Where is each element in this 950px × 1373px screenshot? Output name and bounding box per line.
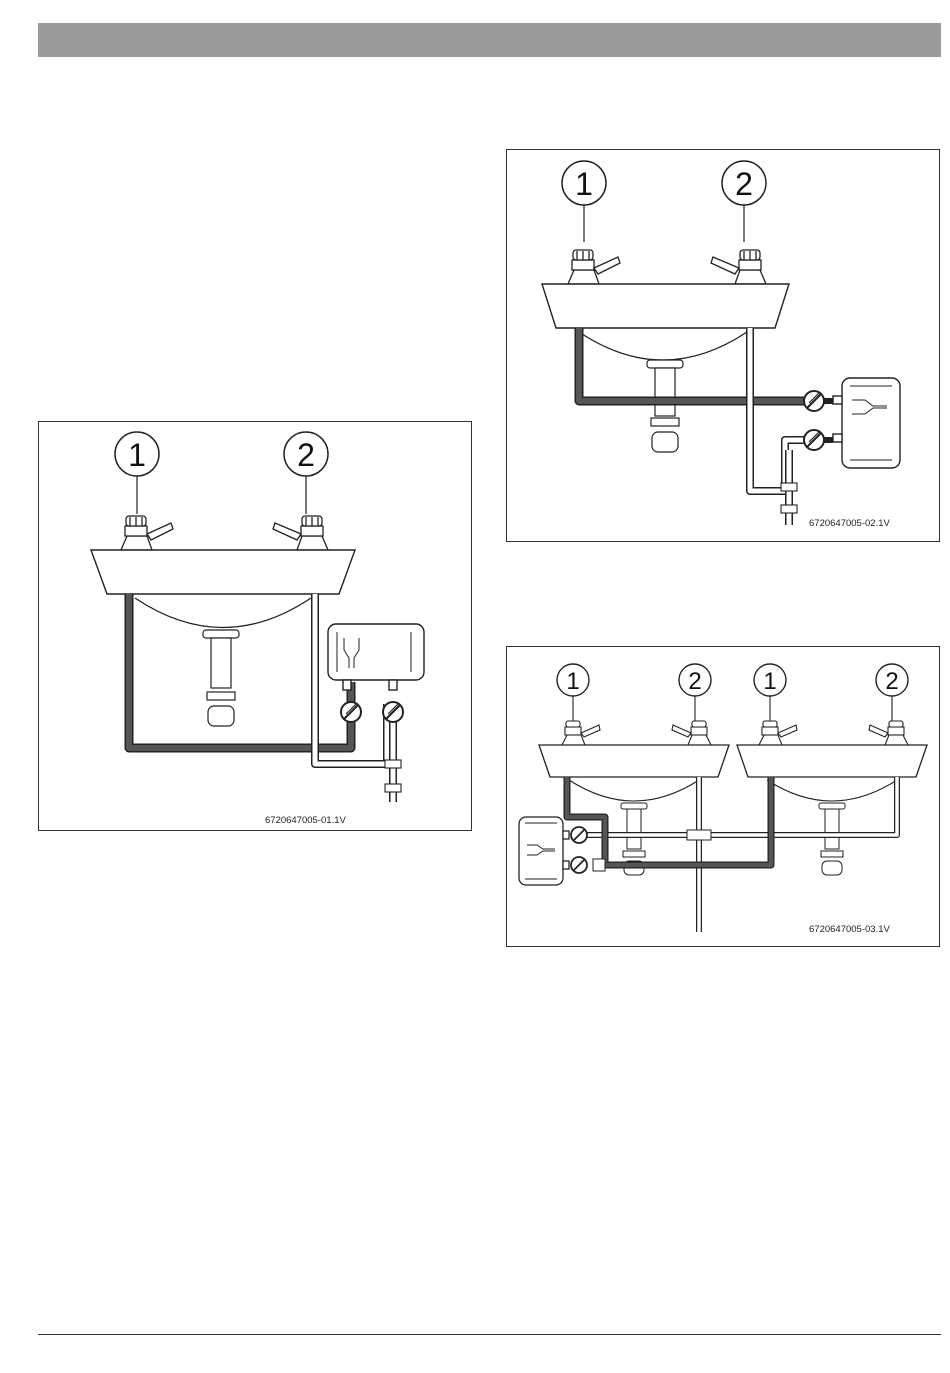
tap-left-icon [568,250,620,284]
pipe-fitting [781,505,797,513]
callout-2-label: 2 [688,668,701,695]
cold-water-pipe-outline [750,328,807,491]
shutoff-valve-icon [571,827,587,843]
callout-1-label: 1 [128,437,146,473]
hot-water-pipe-outline [579,328,807,401]
basin-left-bowl [569,780,699,801]
callout-2-label: 2 [297,437,315,473]
figure-2-single-basin-side: 1 2 [506,149,940,542]
shutoff-valve-icon [341,702,361,722]
shutoff-valve-icon [571,857,587,873]
figure-1-illustration: 1 2 [39,422,473,832]
callout-2-label: 2 [735,166,753,202]
callout-1-label: 1 [575,166,593,202]
figure-3-double-basin: 1 2 1 2 [506,646,940,947]
pipe-fitting [385,760,401,768]
callout-1-label: 1 [566,668,579,695]
pipe-fitting [593,859,605,871]
hot-water-pipe [567,777,771,865]
header-bar [38,23,941,57]
basin-left [539,745,729,777]
drain-trap [819,803,845,875]
callout-1b-label: 1 [763,668,776,695]
basin [91,550,355,594]
tap-right-icon [711,250,766,284]
figure-1-single-basin: 1 2 [38,421,472,831]
water-heater-unit [328,624,424,690]
hot-water-pipe-outline [567,777,771,865]
figure-code: 6720647005-03.1V [809,924,890,935]
water-heater-unit [833,378,900,468]
pipe-tee [687,830,711,840]
basin [542,284,789,328]
tap-icon [672,721,711,745]
water-heater-unit [519,817,569,885]
drain-trap [647,360,683,452]
tap-icon [869,721,908,745]
basin-right [737,745,927,777]
basin-bowl [579,332,747,360]
cold-water-pipe [750,328,807,491]
basin-right-bowl [767,780,897,801]
figure-code: 6720647005-01.1V [265,815,346,826]
hot-water-pipe [579,328,807,401]
shutoff-valve-icon [804,391,824,411]
tap-icon [759,721,797,745]
tap-icon [562,721,600,745]
drain-trap [203,630,239,726]
shutoff-valve-icon [383,702,403,722]
footer-rule [38,1334,941,1335]
pipe-fitting [385,784,401,792]
figure-code: 6720647005-02.1V [809,518,890,529]
tap-right-icon [273,516,328,550]
basin-bowl [135,598,311,628]
tap-left-icon [121,516,173,550]
figure-2-illustration: 1 2 [507,150,941,543]
callout-2b-label: 2 [885,668,898,695]
figure-3-illustration: 1 2 1 2 [507,647,941,948]
shutoff-valve-icon [804,430,824,450]
pipe-fitting [781,483,797,491]
